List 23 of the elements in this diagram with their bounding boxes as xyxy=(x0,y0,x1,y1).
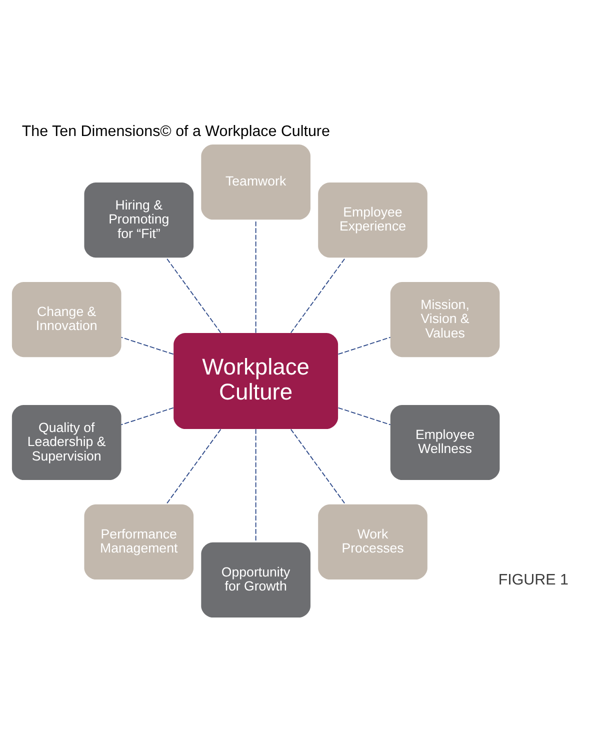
node-box: Quality of Leadership & Supervision xyxy=(12,404,122,480)
diagram-title: The Ten Dimensions© of a Workplace Culture xyxy=(22,122,330,140)
node-box: Teamwork xyxy=(201,144,310,220)
connector xyxy=(166,256,222,333)
node-box: Work Processes xyxy=(318,504,428,580)
connector xyxy=(338,336,391,354)
node-box: Hiring & Promoting for “Fit” xyxy=(84,182,194,258)
node-box: Change & Innovation xyxy=(12,282,122,357)
node-box: Opportunity for Growth xyxy=(201,542,310,618)
connector xyxy=(120,406,174,425)
connector xyxy=(166,428,222,504)
connector xyxy=(120,336,174,354)
node-box: Employee Wellness xyxy=(390,404,500,480)
connector xyxy=(290,428,346,504)
node-box: Employee Experience xyxy=(318,182,428,258)
connector xyxy=(290,256,346,333)
node-box: Mission, Vision & Values xyxy=(390,282,500,357)
label: FIGURE 1 xyxy=(498,570,568,588)
connector xyxy=(255,218,256,333)
connector xyxy=(255,428,256,542)
node-box: Workplace Culture xyxy=(174,332,338,429)
node-box: Performance Management xyxy=(84,504,194,580)
connector xyxy=(338,406,391,425)
